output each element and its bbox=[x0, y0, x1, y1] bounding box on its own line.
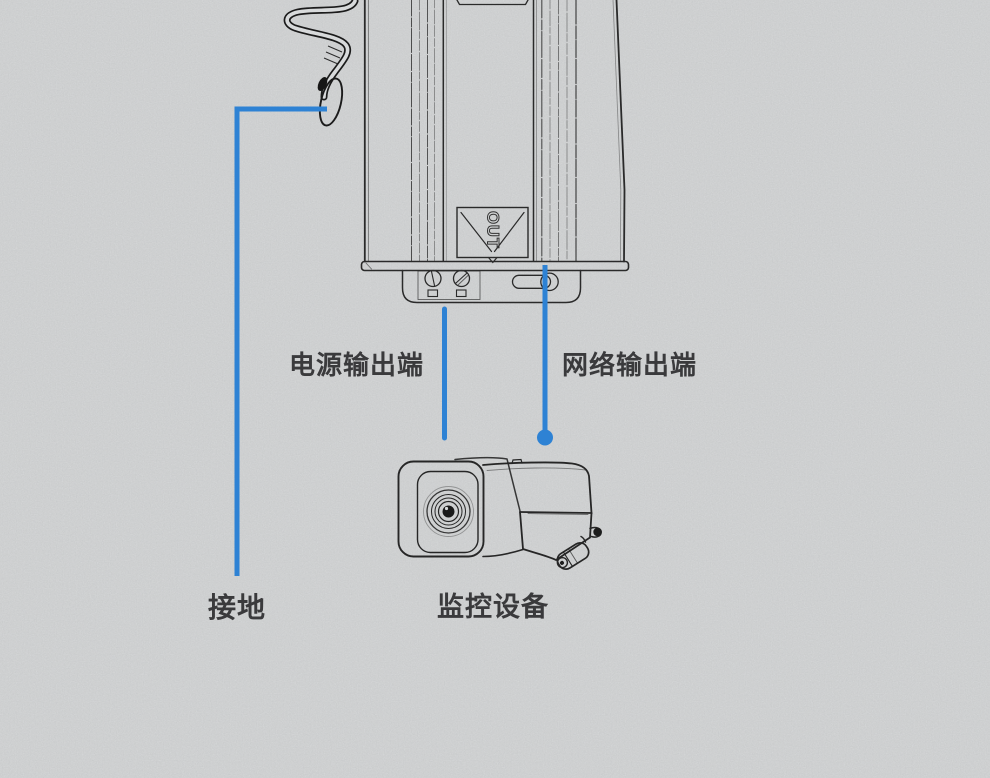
camera-rear-stub-connector bbox=[589, 526, 602, 538]
camera-label: 监控设备 bbox=[437, 592, 549, 622]
camera-body-lower bbox=[519, 511, 593, 562]
device-flange bbox=[360, 260, 630, 272]
camera-hood bbox=[397, 460, 485, 558]
out-marking-text: OUT bbox=[484, 211, 502, 249]
top-label-plate bbox=[456, 0, 529, 6]
mounting-bracket bbox=[401, 269, 582, 304]
camera-illustration bbox=[397, 457, 602, 570]
wiring-lines bbox=[234, 106, 553, 576]
surge-protector-illustration: OUT bbox=[360, 0, 630, 304]
terminal-panel bbox=[417, 269, 481, 300]
network-line-endpoint-dot bbox=[537, 429, 553, 446]
camera-barrel-connector bbox=[556, 542, 590, 570]
camera-body-upper bbox=[482, 461, 593, 514]
ring-terminal bbox=[318, 77, 344, 127]
ground-label: 接地 bbox=[208, 592, 267, 623]
network-output-label: 网络输出端 bbox=[562, 350, 698, 380]
crimp-band bbox=[323, 45, 343, 65]
out-marking-plate: OUT bbox=[456, 206, 529, 264]
camera-lens bbox=[423, 486, 474, 537]
ground-wire-line bbox=[234, 106, 327, 576]
keyhole-slot bbox=[511, 272, 559, 292]
ground-cable-illustration bbox=[283, 0, 359, 127]
power-output-label: 电源输出端 bbox=[289, 350, 425, 380]
camera-front-face bbox=[416, 470, 479, 554]
